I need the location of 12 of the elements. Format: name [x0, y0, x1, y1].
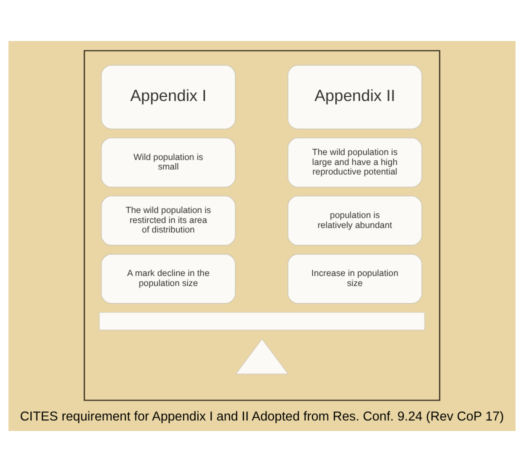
cluster — [84, 50, 440, 400]
node-box: Appendix I — [100, 64, 236, 129]
node-triangle — [234, 338, 290, 374]
node-box: The wild population is large and have a high reproductive potential — [287, 137, 422, 188]
caption: CITES requirement for Appendix I and II Adopted from Res. Conf. 9.24 (Rev CoP 17) — [20, 408, 504, 423]
node-box: Appendix II — [287, 64, 422, 129]
node-box: Increase in population size — [287, 253, 422, 304]
node-box: The wild population is restircted in its area of distribution — [100, 195, 236, 246]
node-bar — [98, 311, 426, 330]
node-box: population is relatively abundant — [287, 195, 422, 246]
node-box: A mark decline in the population size — [100, 253, 236, 304]
node-box: Wild population is small — [100, 137, 236, 188]
